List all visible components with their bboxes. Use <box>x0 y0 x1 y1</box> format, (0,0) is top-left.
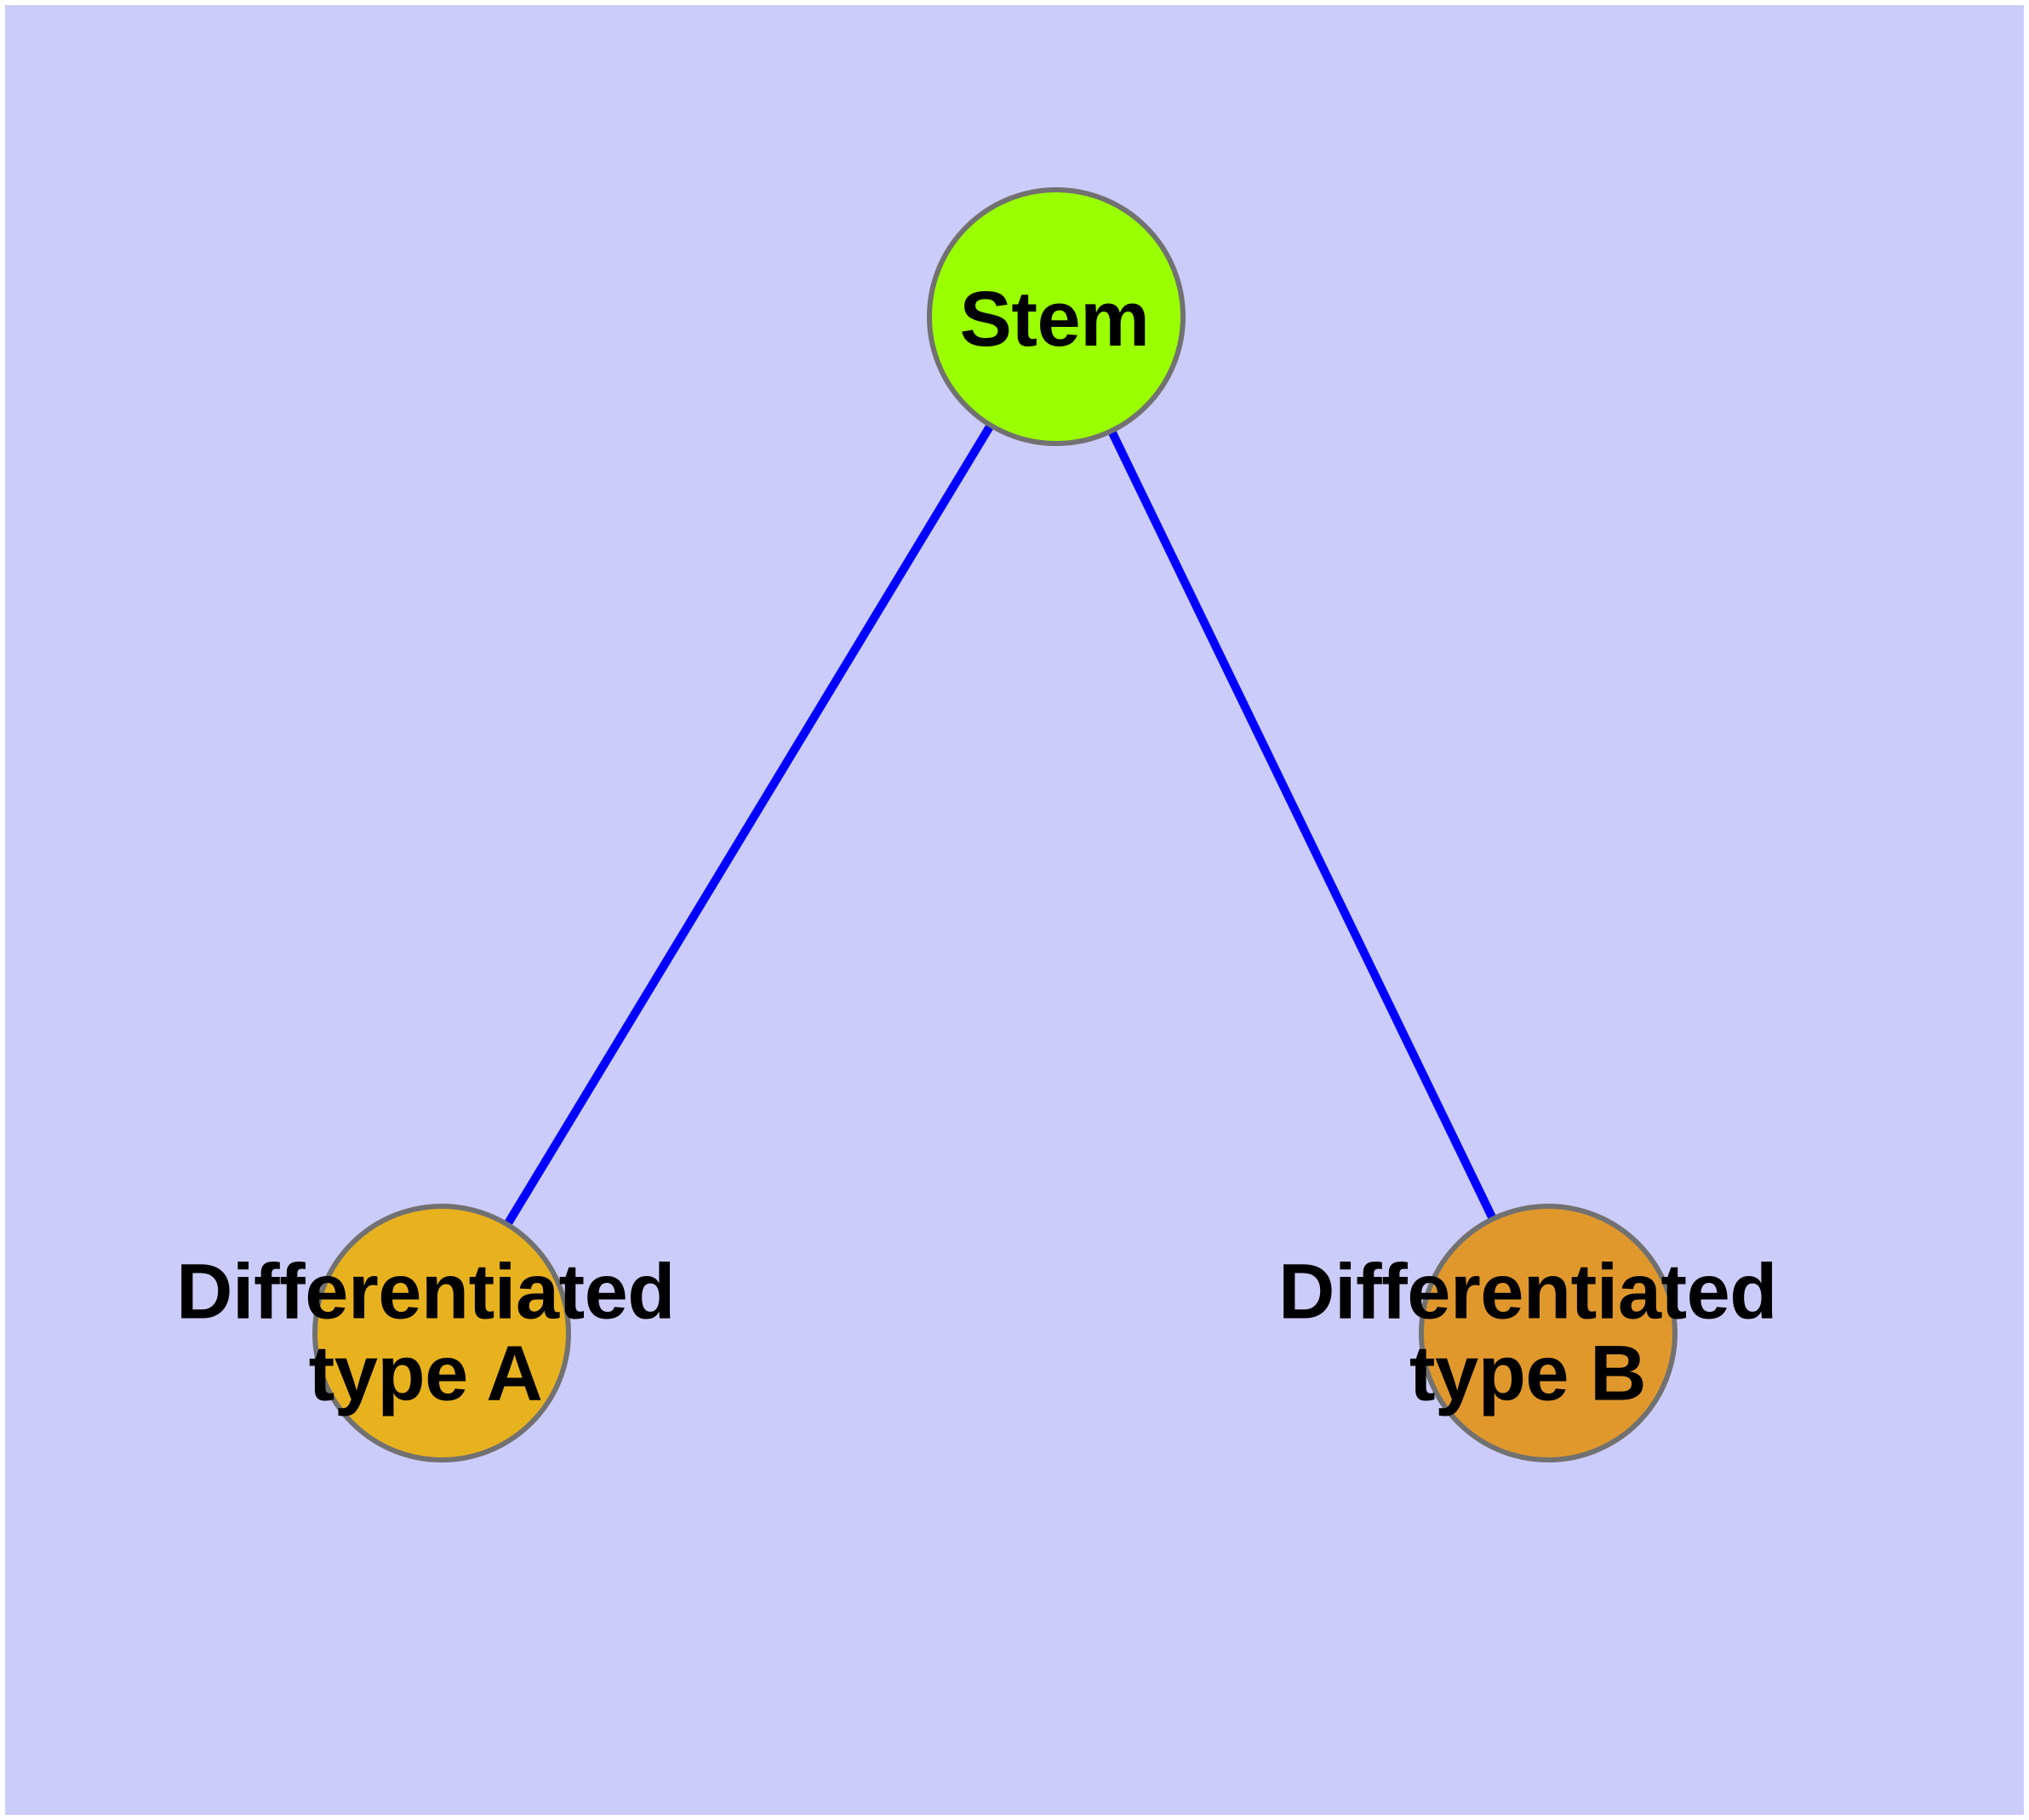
edge-group <box>503 422 1497 1228</box>
edge-stem-to-differentiated-type-a[interactable] <box>503 422 995 1228</box>
node-differentiated-type-b[interactable] <box>1419 1204 1677 1462</box>
node-stem[interactable] <box>927 187 1186 446</box>
edge-stem-to-differentiated-type-b[interactable] <box>1107 428 1497 1222</box>
node-differentiated-type-a[interactable] <box>312 1204 571 1462</box>
node-group <box>312 187 1677 1462</box>
